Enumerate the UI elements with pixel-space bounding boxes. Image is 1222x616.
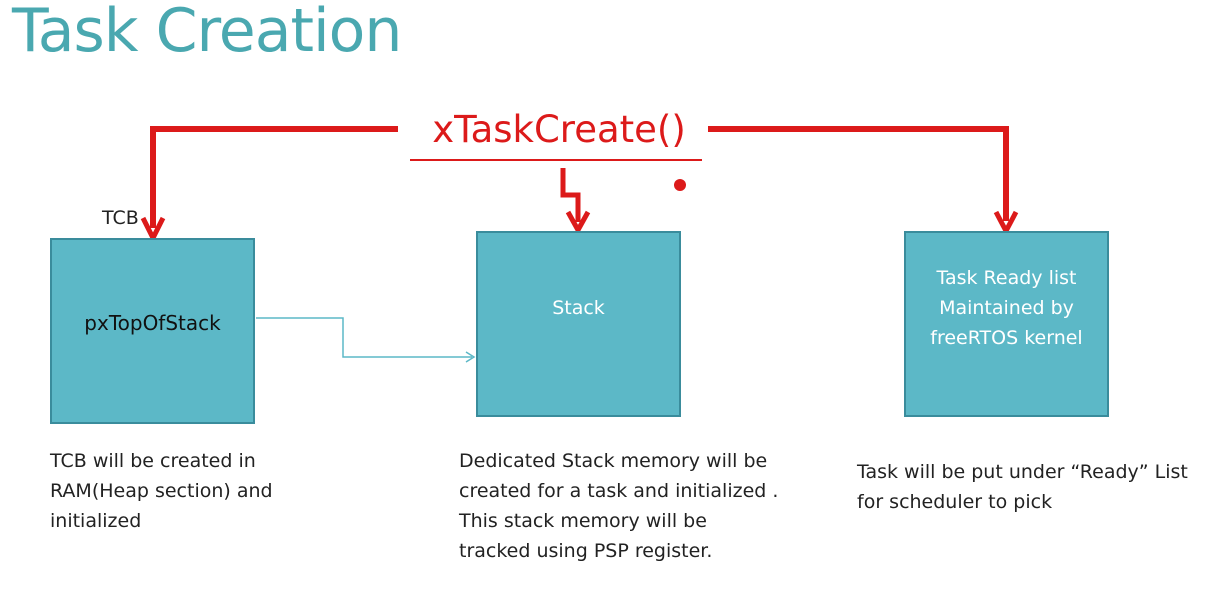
connector-tcb-stack bbox=[256, 317, 472, 358]
stack-box-text: Stack bbox=[552, 297, 605, 319]
arrow-to-stack bbox=[560, 168, 581, 222]
connector-tcb-stack-head bbox=[465, 351, 476, 363]
arrow-to-ready bbox=[708, 126, 1009, 221]
tcb-description: TCB will be created in RAM(Heap section)… bbox=[50, 450, 273, 532]
page-title: Task Creation bbox=[12, 0, 402, 66]
red-dot bbox=[674, 179, 686, 191]
arrow-to-tcb bbox=[150, 126, 398, 228]
ready-list-box-text: Task Ready list Maintained by freeRTOS k… bbox=[930, 267, 1083, 349]
tcb-label: TCB bbox=[102, 207, 139, 229]
tcb-box-text: pxTopOfStack bbox=[84, 311, 221, 335]
stack-box: Stack bbox=[476, 231, 681, 417]
ready-list-box: Task Ready list Maintained by freeRTOS k… bbox=[904, 231, 1109, 417]
function-name: xTaskCreate() bbox=[432, 108, 686, 151]
stack-description: Dedicated Stack memory will be created f… bbox=[459, 450, 779, 562]
tcb-box: pxTopOfStack bbox=[50, 238, 255, 424]
ready-description: Task will be put under “Ready” List for … bbox=[857, 461, 1188, 513]
arrow-to-stack-head bbox=[565, 210, 591, 233]
